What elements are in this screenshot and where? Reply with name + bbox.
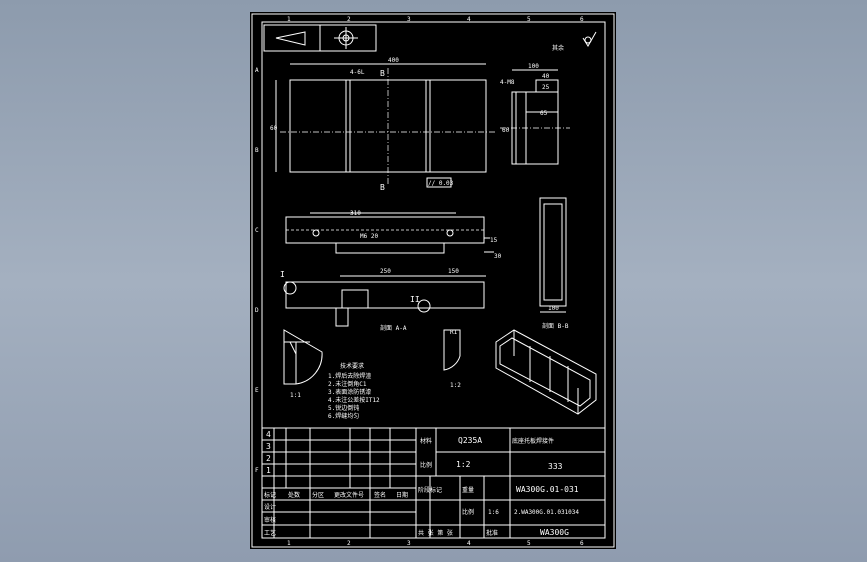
zone-col-bottom-6: 6 — [580, 540, 584, 547]
row-process: 工艺 — [264, 529, 276, 537]
inner-frame — [261, 21, 606, 539]
stage-label: 阶段标记 — [418, 486, 442, 494]
bb-dim-bottom: 100 — [548, 305, 559, 312]
part-title: 底座托板焊接件 — [512, 437, 554, 445]
detail-ii-dim: R1 — [450, 329, 458, 336]
header-sign: 签名 — [374, 491, 386, 499]
zone-col-3: 3 — [407, 16, 411, 23]
title-block: 4 3 2 1 材料 Q235A 比例 1:2 底座托板焊接件 333 WA30… — [261, 427, 606, 539]
drawing-number: WA300G.01-031 — [516, 485, 579, 494]
zone-col-5: 5 — [527, 16, 531, 23]
drawing-sheet: 1 2 3 4 5 6 A B C D E F 1 2 3 4 5 6 其余 — [250, 12, 616, 549]
file-number: 2.WA300G.01.031034 — [514, 509, 579, 516]
side-view: 100 40 25 65 4-M8 60 — [500, 63, 570, 165]
cad-drawing: 1 2 3 4 5 6 A B C D E F 1 2 3 4 5 6 其余 — [251, 13, 615, 548]
detail-mark-ii: II — [410, 295, 420, 304]
side-dim-height: 60 — [502, 127, 510, 134]
zone-col-bottom-1: 1 — [287, 540, 291, 547]
header-zone: 分区 — [312, 491, 324, 499]
zone-col-6: 6 — [580, 16, 584, 23]
zone-col-bottom-2: 2 — [347, 540, 351, 547]
material-value: Q235A — [458, 436, 482, 445]
detail-ii: R1 1:2 — [443, 329, 461, 389]
rev-row-1: 1 — [266, 466, 271, 475]
section-a-a: 250 150 II I 剖面 A-A — [280, 268, 486, 332]
tech-req-title: 技术要求 — [340, 362, 364, 370]
tech-req-line: 2.未注倒角C1 — [328, 380, 367, 388]
top-dim-height: 60 — [270, 125, 278, 132]
zone-col-bottom-5: 5 — [527, 540, 531, 547]
front-dim-a: 310 — [350, 210, 361, 217]
front-dim-b: M6 20 — [360, 233, 378, 240]
tech-req-line: 1.焊后去除焊渣 — [328, 372, 371, 380]
isometric-view — [495, 329, 597, 415]
tolerance-box: // 0.03 — [428, 180, 454, 187]
top-dim-hole: 4-6L — [350, 69, 365, 76]
bb-title: 剖面 B-B — [542, 322, 569, 330]
weight-label: 重量 — [462, 486, 474, 494]
header-date: 日期 — [396, 491, 408, 499]
tech-req-line: 6.焊缝均匀 — [328, 412, 359, 420]
zone-row-c: C — [255, 227, 259, 234]
rev-row-4: 4 — [266, 430, 271, 439]
approve-label: 批准 — [486, 529, 498, 537]
product-code: WA300G — [540, 528, 569, 537]
zone-row-e: E — [255, 387, 259, 394]
aa-dim-a: 250 — [380, 268, 391, 275]
aa-dim-b: 150 — [448, 268, 459, 275]
side-dim-left: 4-M8 — [500, 79, 515, 86]
zone-row-b: B — [255, 147, 259, 154]
aa-title: 剖面 A-A — [380, 324, 407, 332]
scale-value: 1:6 — [488, 509, 499, 516]
projection-symbol — [263, 24, 377, 52]
header-mark: 标记 — [264, 491, 276, 499]
zone-col-1: 1 — [287, 16, 291, 23]
detail-i: 1:1 — [283, 329, 323, 399]
zone-col-bottom-3: 3 — [407, 540, 411, 547]
ratio-label: 比例 — [420, 461, 432, 469]
section-mark-b-bottom: B — [380, 183, 385, 192]
quantity: 333 — [548, 462, 563, 471]
side-dim-top1: 100 — [528, 63, 539, 70]
header-count: 处数 — [288, 491, 300, 499]
side-dim-label1: 25 — [542, 84, 550, 91]
roughness-symbol: 其余 — [552, 31, 597, 52]
sheet-label: 共 张 第 张 — [418, 529, 453, 537]
front-view: 310 M6 20 15 30 — [285, 210, 502, 260]
zone-row-f: F — [255, 467, 259, 474]
header-change-doc: 更改文件号 — [334, 491, 364, 499]
section-b-b: 100 剖面 B-B — [539, 197, 569, 330]
side-dim-top2: 40 — [542, 73, 550, 80]
zone-col-2: 2 — [347, 16, 351, 23]
outer-frame — [251, 13, 615, 548]
rev-row-2: 2 — [266, 454, 271, 463]
scale-label: 比例 — [462, 508, 474, 516]
zone-col-4: 4 — [467, 16, 471, 23]
detail-ii-scale: 1:2 — [450, 382, 461, 389]
top-view: 400 4-6L B B // 0.03 60 — [270, 57, 496, 192]
zone-row-a: A — [255, 67, 259, 74]
svg-text:其余: 其余 — [552, 44, 564, 52]
detail-i-scale: 1:1 — [290, 392, 301, 399]
tech-req-line: 3.表面涂防锈漆 — [328, 388, 371, 396]
ratio-value: 1:2 — [456, 460, 471, 469]
side-dim-label2: 65 — [540, 110, 548, 117]
zone-col-bottom-4: 4 — [467, 540, 471, 547]
rev-row-3: 3 — [266, 442, 271, 451]
section-mark-b-top: B — [380, 69, 385, 78]
material-label: 材料 — [420, 437, 432, 445]
row-review: 审核 — [264, 516, 276, 524]
row-design: 设计 — [264, 503, 276, 511]
tech-req-line: 5.锐边倒钝 — [328, 404, 359, 412]
tech-req-line: 4.未注公差按IT12 — [328, 396, 380, 404]
technical-requirements: 技术要求 1.焊后去除焊渣 2.未注倒角C1 3.表面涂防锈漆 4.未注公差按I… — [328, 362, 380, 420]
detail-mark-i: I — [280, 270, 285, 279]
top-dim-length: 400 — [388, 57, 399, 64]
zone-row-d: D — [255, 307, 259, 314]
front-dim-c: 15 — [490, 237, 498, 244]
front-dim-d: 30 — [494, 253, 502, 260]
